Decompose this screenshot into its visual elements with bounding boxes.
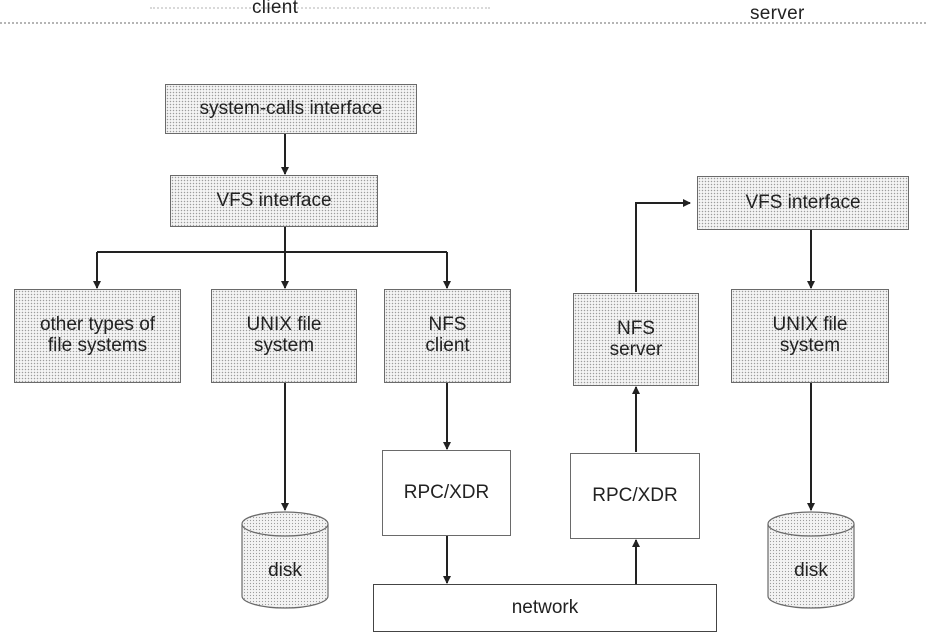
header-dotted-line-top <box>150 7 490 9</box>
client-disk-label: disk <box>268 560 302 581</box>
client-disk: disk <box>240 510 330 610</box>
client-header: client <box>252 0 299 18</box>
disk-icon <box>767 511 855 609</box>
system-calls-interface-box: system-calls interface <box>165 84 417 134</box>
server-vfs-interface-box: VFS interface <box>697 176 909 230</box>
disk-icon <box>241 511 329 609</box>
other-file-systems-box: other types of file systems <box>14 289 181 383</box>
arrow-nfs-server-to-vfs <box>635 199 691 292</box>
network-box: network <box>373 584 717 632</box>
client-unix-file-system-box: UNIX file system <box>211 289 357 383</box>
header-dotted-line <box>0 22 926 24</box>
server-rpc-xdr-box: RPC/XDR <box>570 453 700 539</box>
server-header: server <box>750 3 805 24</box>
client-rpc-xdr-box: RPC/XDR <box>382 450 511 536</box>
nfs-client-box: NFS client <box>384 289 511 383</box>
server-unix-file-system-box: UNIX file system <box>731 289 889 383</box>
server-disk-label: disk <box>794 560 828 581</box>
client-vfs-interface-box: VFS interface <box>170 175 378 227</box>
server-disk: disk <box>766 510 856 610</box>
nfs-server-box: NFS server <box>573 293 699 386</box>
